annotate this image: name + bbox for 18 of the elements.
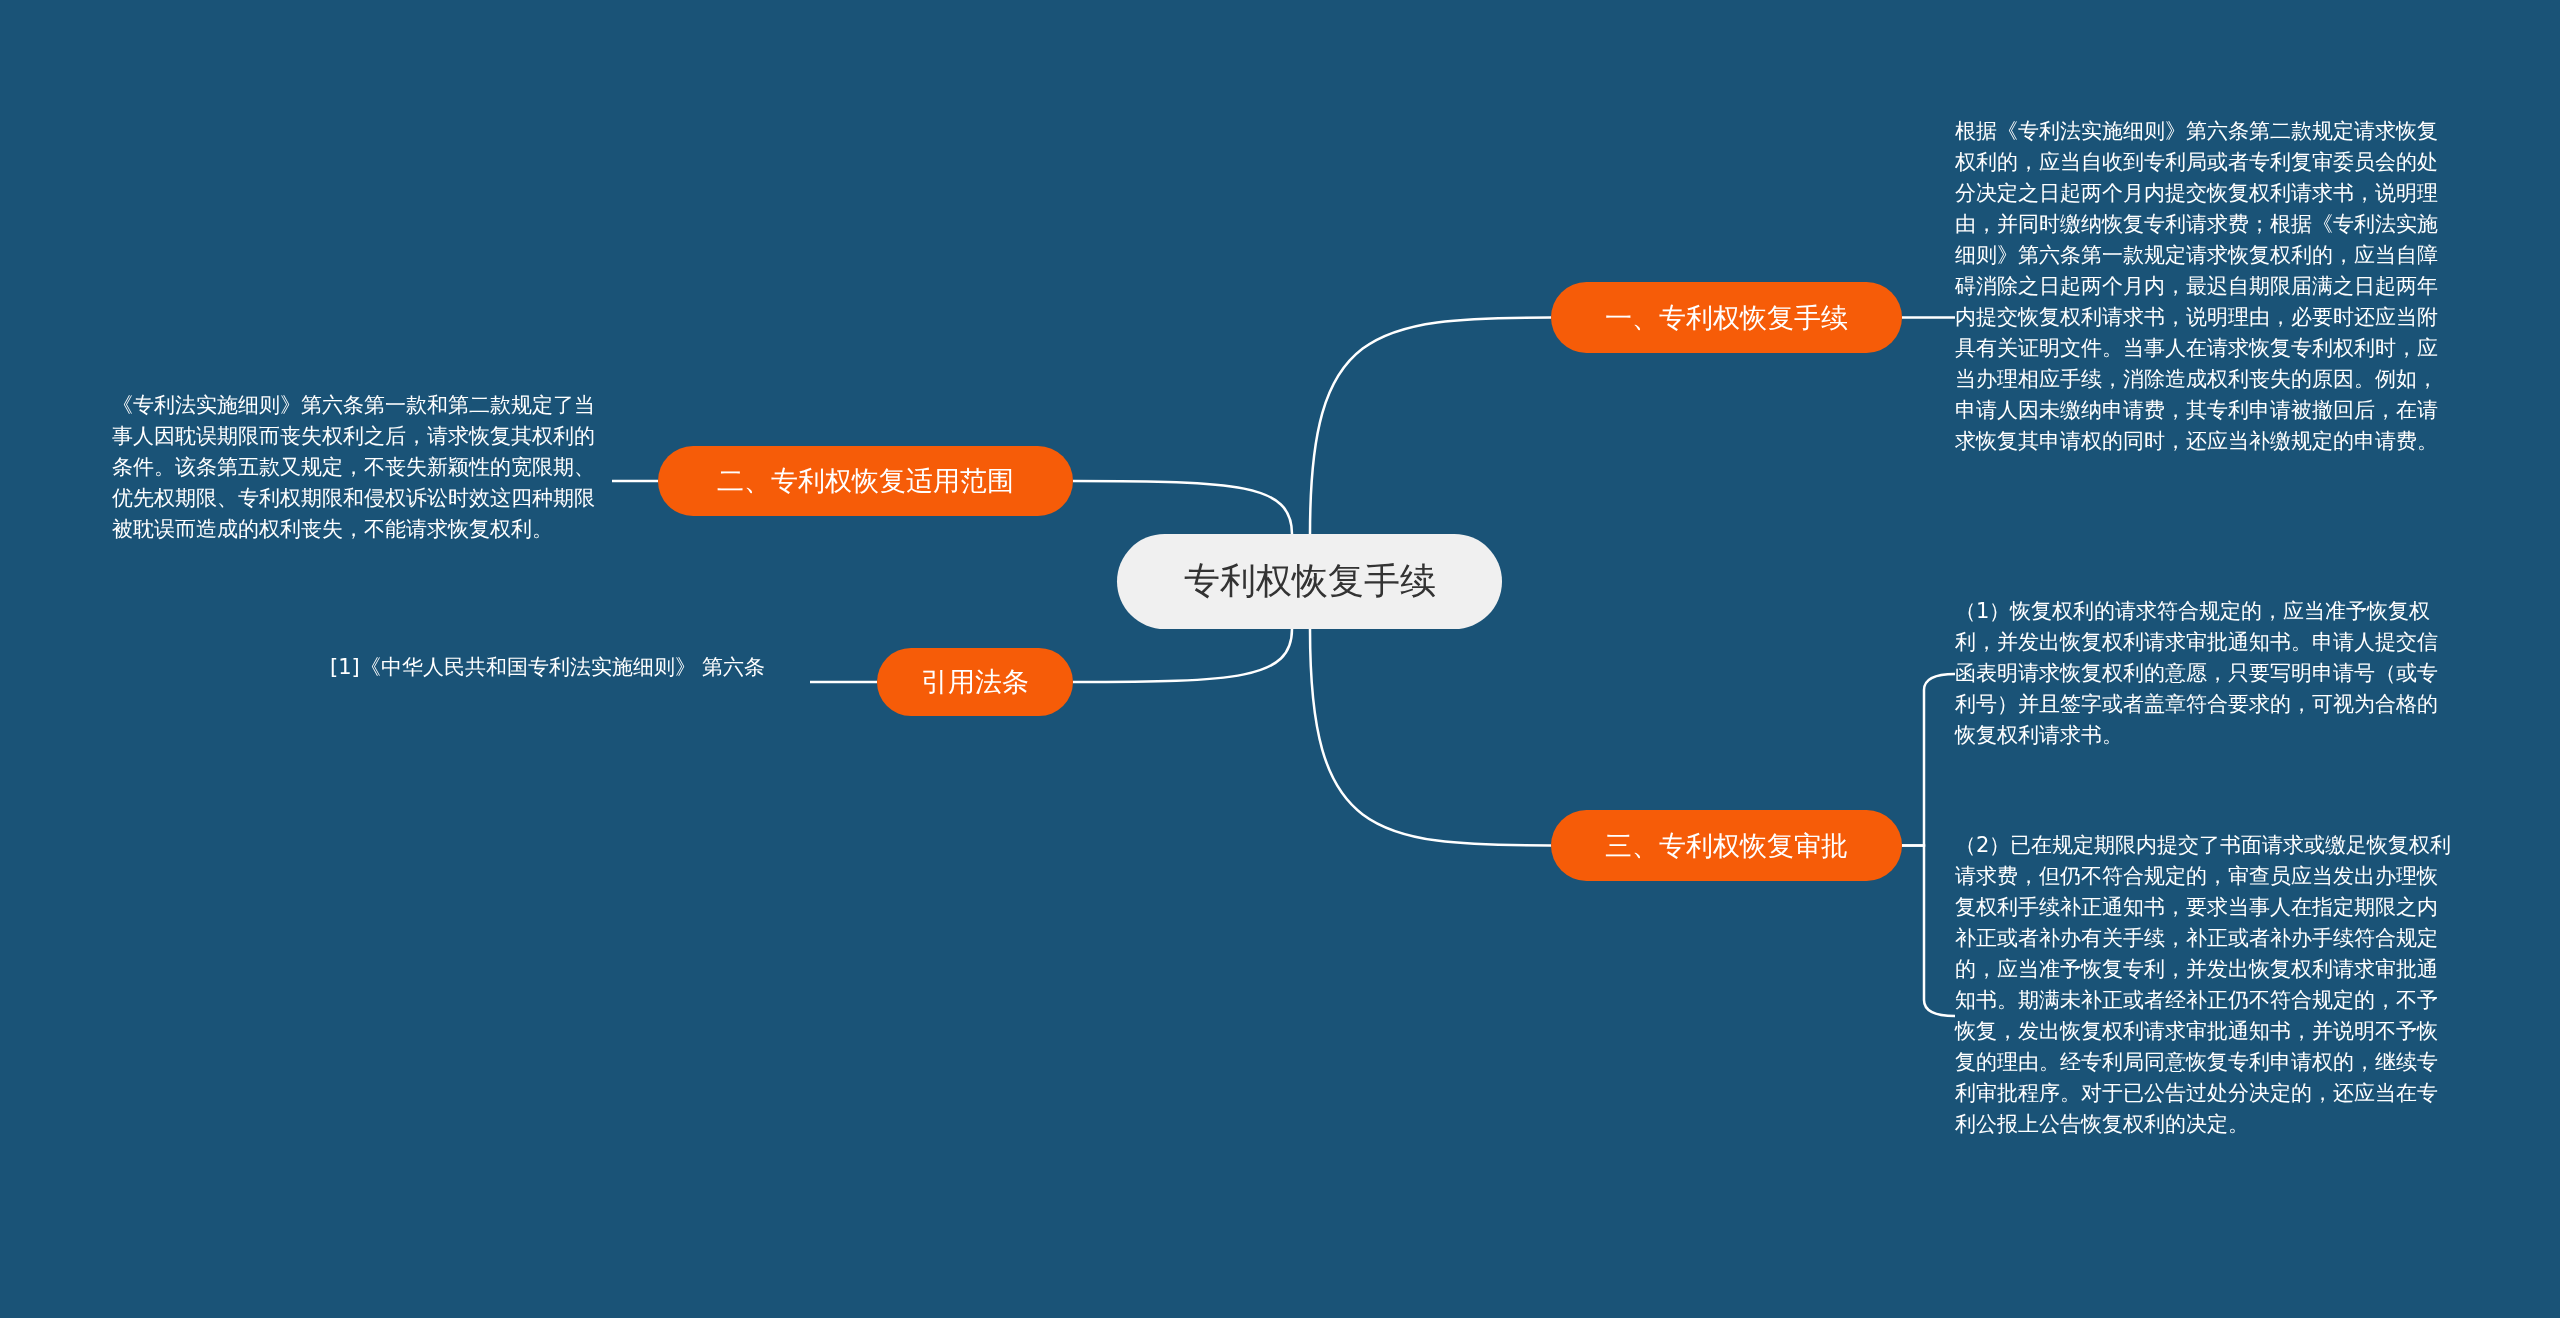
connector-line [612, 479, 658, 483]
note-text: 《专利法实施细则》第六条第一款和第二款规定了当事人因耽误期限而丧失权利之后，请求恢复其权利的条件。该条第五款又规定，不丧失新颖性的宽限期、优先权期限、专利权期限和侵权诉讼时效这四种期限被耽误而造成的权利丧失，不能请求恢复权利。 [112, 390, 612, 545]
central-topic: 专利权恢复手续 [1117, 534, 1502, 629]
connector-line [1902, 844, 1956, 1018]
note-text: （2）已在规定期限内提交了书面请求或缴足恢复权利请求费，但仍不符合规定的，审查员应当发出办理恢复权利手续补正通知书，要求当事人在指定期限之内补正或者补办有关手续，补正或者补办手续符合规定的，应当准予恢复专利，并发出恢复权利请求审批通知书。期满未补正或者经补正仍不符合规定的，不予恢复，发出恢复权利请求审批通知书，并说明不予恢复的理由。经专利局同意恢复专利申请权的，继续专利审批程序。对于已公告过处分决定的，还应当在专利公报上公告恢复权利的决定。 [1955, 830, 2455, 1140]
connector-line [1308, 316, 1551, 535]
connector-line [1073, 479, 1294, 535]
connector-line [1902, 316, 1955, 319]
branch-topic: 引用法条 [877, 648, 1073, 716]
connector-line [810, 680, 877, 684]
branch-topic: 一、专利权恢复手续 [1551, 282, 1902, 353]
connector-line [1073, 628, 1294, 684]
branch-topic: 二、专利权恢复适用范围 [658, 446, 1073, 516]
note-text: （1）恢复权利的请求符合规定的，应当准予恢复权利，并发出恢复权利请求审批通知书。申请人提交信函表明请求恢复权利的意愿，只要写明申请号（或专利号）并且签字或者盖章符合要求的，可视为合格的恢复权利请求书。 [1955, 596, 2455, 751]
note-text: 根据《专利法实施细则》第六条第二款规定请求恢复权利的，应当自收到专利局或者专利复审委员会的处分决定之日起两个月内提交恢复权利请求书，说明理由，并同时缴纳恢复专利请求费；根据《专利法实施细则》第六条第一款规定请求恢复权利的，应当自障碍消除之日起两个月内，最迟自期限届满之日起两年内提交恢复权利请求书，说明理由，必要时还应当附具有关证明文件。当事人在请求恢复专利权利时，应当办理相应手续，消除造成权利丧失的原因。例如，申请人因未缴纳申请费，其专利申请被撤回后，在请求恢复其申请权的同时，还应当补缴规定的申请费。 [1955, 116, 2455, 457]
branch-topic: 三、专利权恢复审批 [1551, 810, 1902, 881]
note-text: [1]《中华人民共和国专利法实施细则》 第六条 [330, 652, 810, 683]
connector-line [1308, 628, 1551, 847]
